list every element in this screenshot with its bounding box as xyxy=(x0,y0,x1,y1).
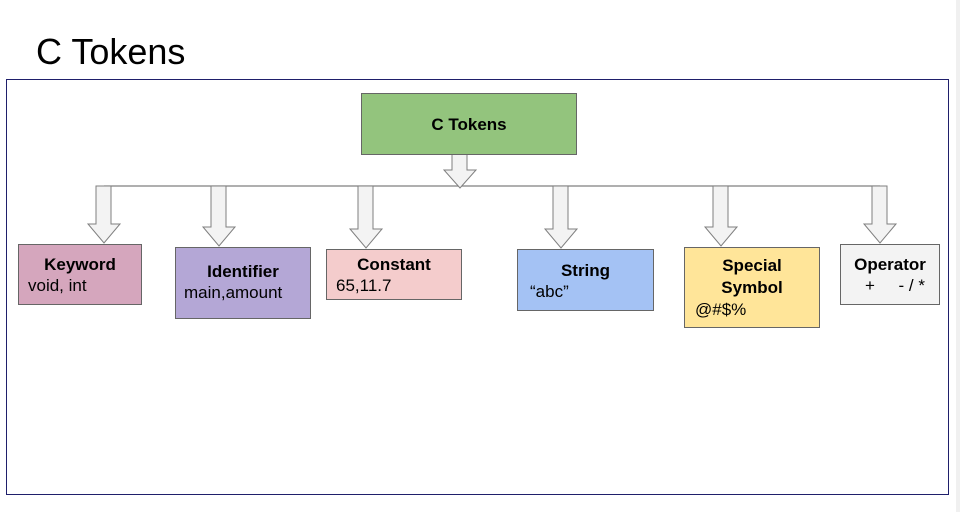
root-down-arrow xyxy=(442,152,478,189)
node-string: String “abc” xyxy=(517,249,654,311)
root-node-title: C Tokens xyxy=(431,114,507,134)
special-symbol-down-arrow xyxy=(703,185,739,247)
node-keyword: Keyword void, int xyxy=(18,244,142,305)
keyword-down-arrow xyxy=(86,185,122,244)
node-special-symbol-title: Special Symbol xyxy=(721,256,783,297)
node-identifier-title: Identifier xyxy=(207,262,279,281)
node-constant: Constant 65,11.7 xyxy=(326,249,462,300)
operator-down-arrow xyxy=(862,185,898,244)
window-edge xyxy=(956,0,960,512)
node-operator: Operator + - / * xyxy=(840,244,940,305)
slide-title: C Tokens xyxy=(36,31,186,72)
node-special-symbol: Special Symbol @#$% xyxy=(684,247,820,328)
node-operator-example: + - / * xyxy=(865,276,925,295)
node-string-example: “abc” xyxy=(530,282,569,301)
node-identifier-example: main,amount xyxy=(184,283,283,302)
string-down-arrow xyxy=(543,185,579,249)
node-constant-title: Constant xyxy=(357,255,431,274)
node-constant-example: 65,11.7 xyxy=(336,276,392,295)
node-keyword-example: void, int xyxy=(28,276,87,295)
node-operator-title: Operator xyxy=(854,255,926,274)
node-identifier: Identifier main,amount xyxy=(175,247,311,319)
node-string-title: String xyxy=(560,261,611,280)
node-special-symbol-example: @#$% xyxy=(695,300,747,319)
diagram-frame xyxy=(6,79,949,495)
root-node-c-tokens: C Tokens xyxy=(361,93,577,155)
node-keyword-title: Keyword xyxy=(44,255,116,274)
constant-down-arrow xyxy=(348,185,384,249)
identifier-down-arrow xyxy=(201,185,237,247)
